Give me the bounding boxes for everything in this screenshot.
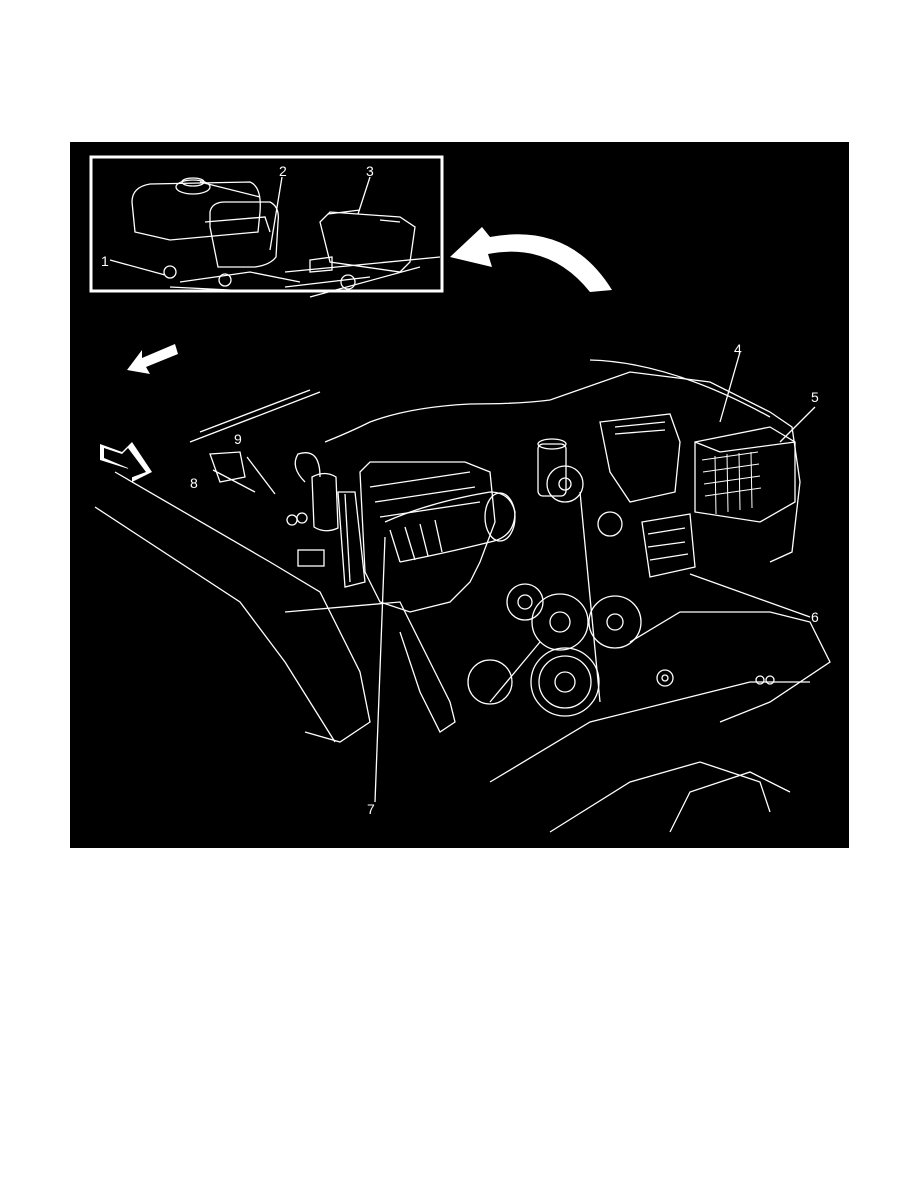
callout-4: 4 [734, 341, 742, 357]
inset-frame [89, 155, 444, 293]
callout-1: 1 [101, 253, 109, 269]
callout-6: 6 [811, 609, 819, 625]
callout-3: 3 [366, 163, 374, 179]
callout-5: 5 [811, 389, 819, 405]
engine-compartment-figure: 1 2 3 4 5 6 7 8 9 [70, 142, 849, 848]
callout-2: 2 [279, 163, 287, 179]
callout-8: 8 [190, 475, 198, 491]
callout-7: 7 [367, 801, 375, 817]
callout-9: 9 [234, 431, 242, 447]
engine-line-drawing [89, 155, 831, 833]
